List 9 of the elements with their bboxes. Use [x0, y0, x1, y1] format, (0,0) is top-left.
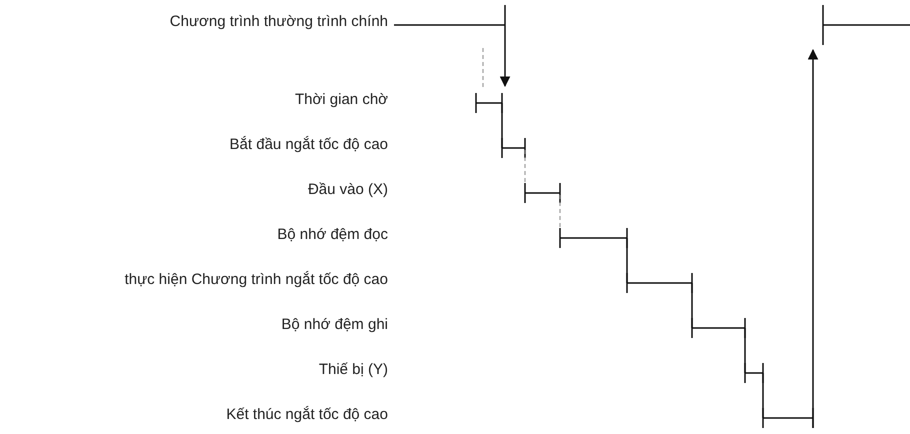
row-label: Bộ nhớ đệm ghi: [281, 316, 388, 334]
row-label: Bộ nhớ đệm đọc: [277, 226, 388, 244]
row-label: thực hiện Chương trình ngắt tốc độ cao: [124, 271, 388, 289]
row-label: Thiế bị (Y): [318, 361, 388, 379]
row-label: Đầu vào (X): [308, 181, 388, 199]
row-label: Thời gian chờ: [294, 91, 388, 109]
row-label: Bắt đầu ngắt tốc độ cao: [230, 136, 388, 154]
row-label: Chương trình thường trình chính: [170, 13, 388, 31]
row-label: Kết thúc ngắt tốc độ cao: [226, 406, 388, 424]
